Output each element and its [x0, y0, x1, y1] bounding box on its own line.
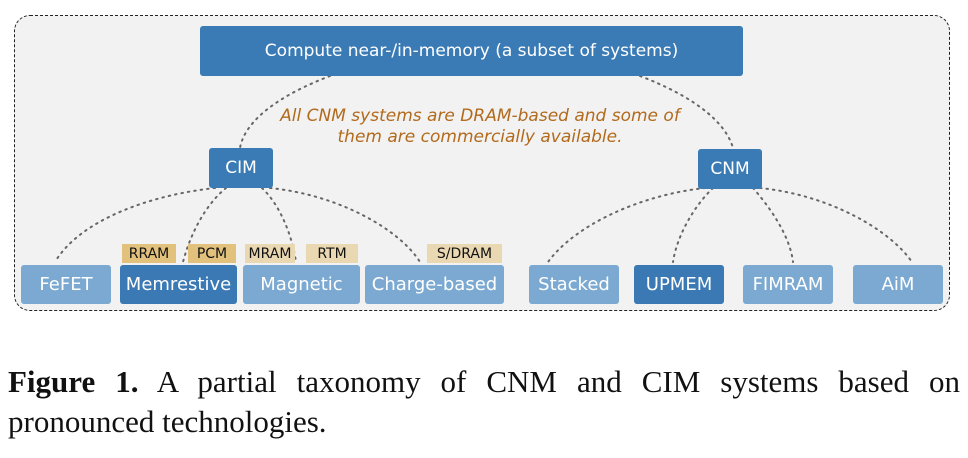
- tag-mram: MRAM: [245, 244, 295, 263]
- link-cnm-aim: [759, 187, 913, 263]
- tag-pcm: PCM: [188, 244, 236, 263]
- tag-rram: RRAM: [122, 244, 176, 263]
- node-cnm: CNM: [698, 149, 762, 189]
- leaf-fefet: FeFET: [21, 265, 111, 304]
- link-cim-magnetic: [261, 187, 297, 263]
- annotation-note: All CNM systems are DRAM-based and some …: [280, 106, 680, 147]
- connector-lines: [54, 75, 913, 263]
- caption-text: A partial taxonomy of CNM and CIM system…: [8, 364, 960, 439]
- leaf-fimram: FIMRAM: [743, 265, 833, 304]
- root-node: Compute near-/in-memory (a subset of sys…: [200, 26, 743, 76]
- tag-sdram: S/DRAM: [427, 244, 502, 263]
- link-root-cnm: [639, 75, 734, 149]
- link-cnm-upmem: [672, 187, 714, 263]
- leaf-magnetic: Magnetic: [243, 265, 360, 304]
- link-cnm-stacked: [547, 187, 706, 263]
- figure-caption: Figure 1. A partial taxonomy of CNM and …: [8, 362, 960, 442]
- link-cim-fefet: [54, 187, 216, 263]
- leaf-upmem: UPMEM: [634, 265, 724, 304]
- node-cim: CIM: [209, 148, 273, 188]
- link-root-cim: [239, 75, 331, 149]
- leaf-aim: AiM: [853, 265, 943, 304]
- caption-label: Figure 1.: [8, 364, 139, 399]
- tag-rtm: RTM: [306, 244, 358, 263]
- leaf-stacked: Stacked: [529, 265, 619, 304]
- link-cim-charge: [269, 187, 421, 263]
- leaf-charge-based: Charge-based: [365, 265, 504, 304]
- link-cnm-fimram: [752, 187, 794, 263]
- leaf-memrestive: Memrestive: [120, 265, 237, 304]
- link-cim-memrestive: [182, 187, 227, 263]
